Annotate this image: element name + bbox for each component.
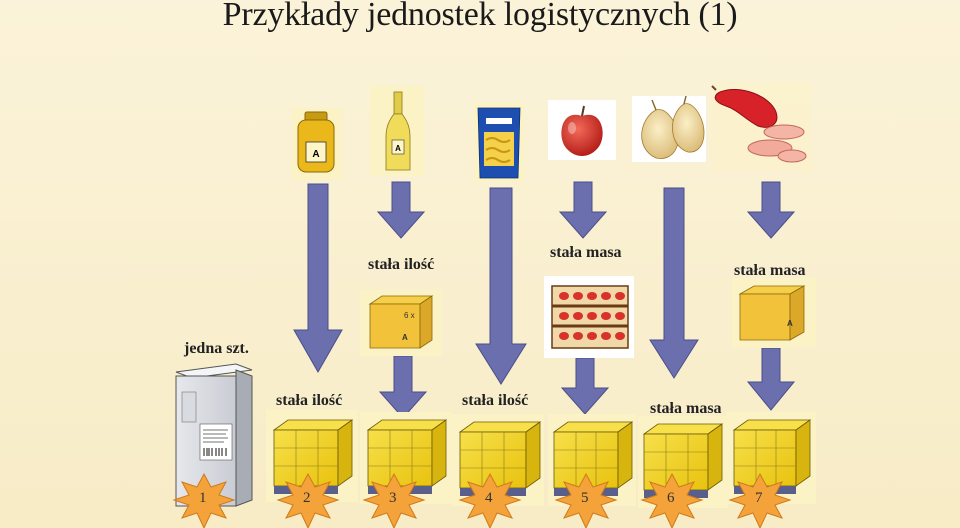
carton-a-image: A <box>732 278 816 348</box>
pasta-bag-product-image <box>474 102 524 182</box>
label-fixed-mass-bottom-right: stała masa <box>650 400 722 417</box>
label-fixed-quantity-top: stała ilość <box>368 256 435 273</box>
arrow-crate-to-pallet-5 <box>560 357 610 415</box>
arrow-onion-down <box>649 187 699 379</box>
svg-text:A: A <box>787 319 793 328</box>
star-badge-6 <box>640 472 704 528</box>
label-single-unit: jedna szt. <box>184 340 249 357</box>
arrow-apple-down <box>558 181 608 239</box>
unit-number-3: 3 <box>389 490 397 506</box>
star-badge-2 <box>276 472 340 528</box>
onion-product-image <box>632 95 706 162</box>
arrow-pasta-down <box>475 187 527 385</box>
arrow-carton-to-pallet-7 <box>746 347 796 411</box>
svg-text:A: A <box>395 144 401 153</box>
svg-text:A: A <box>312 149 319 160</box>
apple-crate-image <box>544 276 634 358</box>
star-badge-4 <box>458 472 522 528</box>
label-fixed-mass-top-mid: stała masa <box>550 244 622 261</box>
carton-6x-image: 6 x A <box>360 290 442 356</box>
arrow-bottle-down <box>376 181 426 239</box>
label-fixed-quantity-bottom-mid: stała ilość <box>462 392 529 409</box>
arrow-carton-to-pallet-3 <box>378 355 428 419</box>
bottle-product-image: A <box>370 86 424 176</box>
arrow-jar-down <box>293 183 343 374</box>
unit-number-1: 1 <box>199 490 207 506</box>
label-fixed-quantity-bottom-left: stała ilość <box>276 392 343 409</box>
star-badge-1 <box>172 472 236 528</box>
star-badge-7 <box>728 472 792 528</box>
unit-number-5: 5 <box>581 490 589 506</box>
jar-product-image: A <box>292 108 342 180</box>
arrow-sausage-down <box>746 181 796 239</box>
svg-text:A: A <box>402 333 408 342</box>
svg-text:6 x: 6 x <box>404 311 415 320</box>
sausage-product-image <box>711 82 812 172</box>
apple-product-image <box>548 100 616 160</box>
unit-number-6: 6 <box>667 490 675 506</box>
page-title: Przykłady jednostek logistycznych (1) <box>222 0 738 33</box>
star-badge-3 <box>362 472 426 528</box>
star-badge-5 <box>554 472 618 528</box>
unit-number-7: 7 <box>755 490 763 506</box>
label-fixed-mass-top-right: stała masa <box>734 262 806 279</box>
unit-number-4: 4 <box>485 490 493 506</box>
unit-number-2: 2 <box>303 490 311 506</box>
